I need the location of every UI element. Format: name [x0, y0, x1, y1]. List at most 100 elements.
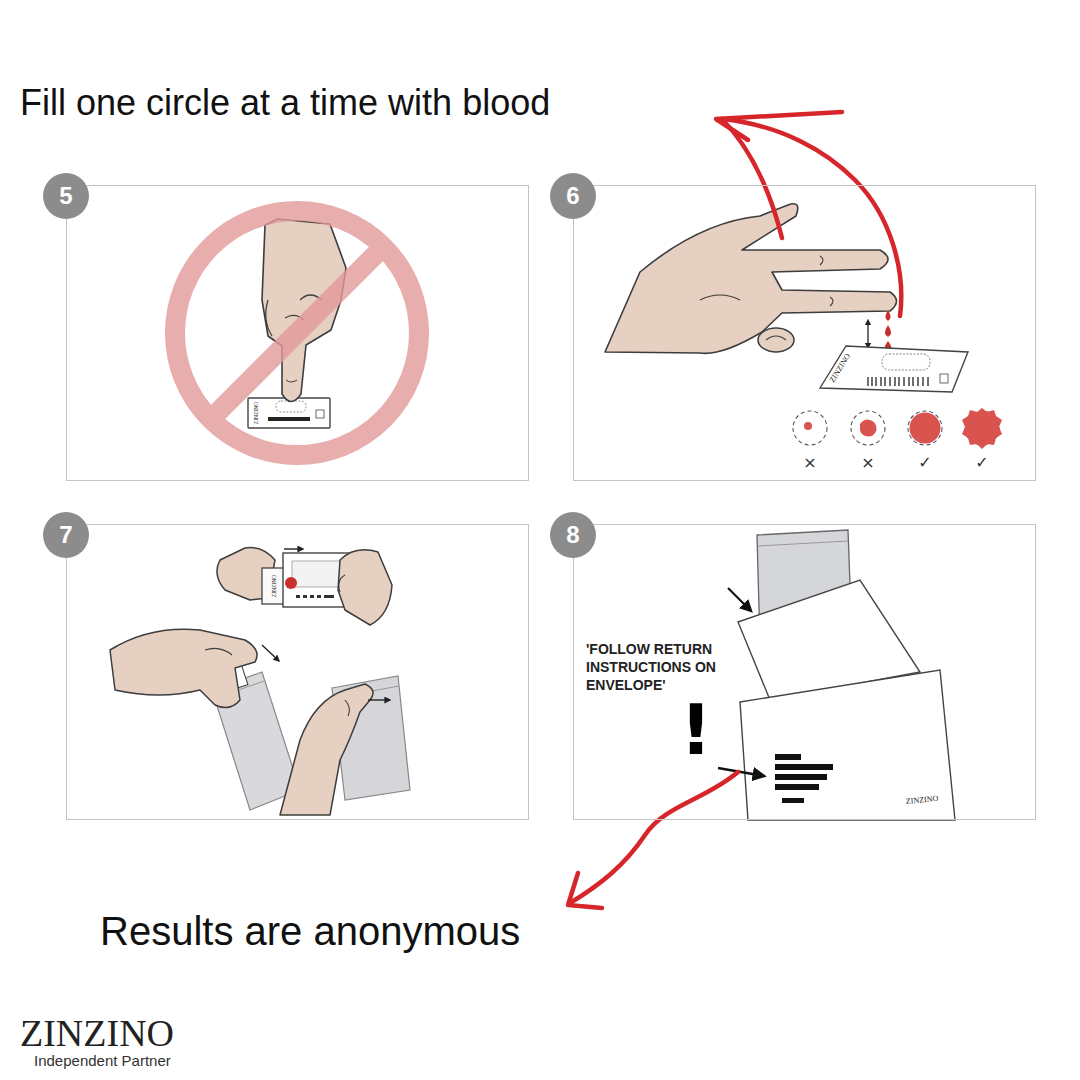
card — [867, 377, 868, 386]
red-annotation-arrow — [722, 119, 901, 316]
sealed-bag — [345, 700, 349, 716]
card-with-hands — [303, 595, 307, 598]
prohibition-sign — [175, 211, 419, 455]
fill-examples — [804, 422, 812, 430]
prohibition-sign — [175, 211, 419, 455]
card — [820, 346, 968, 392]
panel-eight-art — [718, 530, 955, 820]
hand — [605, 204, 897, 354]
card — [875, 377, 876, 386]
card-with-hands — [317, 595, 321, 598]
step-number: 8 — [550, 512, 596, 558]
red-annotation-arrow — [716, 112, 901, 316]
red-annotation-arrow — [722, 119, 782, 238]
bag — [758, 541, 848, 546]
fill-examples — [860, 419, 877, 436]
insert-arrow — [728, 588, 751, 611]
card — [868, 377, 928, 386]
card-with-hands — [296, 595, 334, 598]
panel-seven-art — [110, 548, 410, 816]
card — [820, 346, 968, 392]
card — [248, 398, 330, 428]
pass-mark: ✓ — [975, 454, 988, 472]
card — [884, 377, 885, 386]
card-logo: ZINZINO — [253, 402, 259, 424]
step-panel: 5 — [66, 185, 529, 481]
card — [922, 377, 923, 386]
hand — [820, 256, 823, 265]
panel-five-art — [175, 211, 419, 455]
annotation-text: Results are anonymous — [100, 908, 520, 954]
card — [898, 377, 899, 386]
step-panel: 6 — [573, 185, 1036, 481]
fail-mark: × — [861, 454, 874, 472]
card-with-hands — [296, 595, 300, 598]
hand — [605, 204, 897, 354]
fail-mark: × — [803, 454, 816, 472]
card — [268, 417, 310, 421]
address-bars — [775, 754, 833, 803]
card — [903, 377, 904, 386]
card-with-hands — [217, 548, 392, 626]
red-annotation-arrow — [570, 772, 738, 903]
card-with-hands — [338, 550, 392, 625]
card — [927, 377, 928, 386]
pointer-arrow — [718, 768, 764, 776]
hand — [766, 336, 786, 340]
card — [316, 410, 324, 418]
fill-examples — [851, 411, 885, 445]
sealed-bag — [280, 676, 410, 815]
card — [248, 398, 330, 428]
card-with-hands — [284, 548, 303, 549]
address-bars — [782, 798, 804, 803]
step-number: 6 — [550, 173, 596, 219]
annotation-text: Fill one circle at a time with blood — [20, 82, 550, 123]
card — [276, 401, 306, 412]
card-with-hands — [339, 575, 345, 592]
card — [871, 377, 872, 386]
card — [940, 374, 948, 383]
fill-examples — [793, 411, 827, 445]
hand — [700, 295, 740, 300]
hand — [286, 380, 297, 382]
address-bars — [775, 754, 801, 760]
brand-logo: ZINZINO — [20, 1012, 174, 1056]
red-annotation-arrow — [716, 112, 842, 140]
hand — [266, 300, 272, 336]
step-number: 7 — [43, 512, 89, 558]
card-with-hands — [285, 577, 297, 589]
envelope-front — [740, 670, 955, 820]
card — [889, 377, 890, 386]
address-bars — [775, 764, 833, 770]
card — [917, 377, 918, 386]
fill-examples — [910, 413, 941, 444]
fill-examples — [793, 408, 1002, 449]
card — [880, 377, 881, 386]
sealed-bag — [280, 684, 373, 815]
bag-with-hand — [110, 629, 300, 810]
card — [894, 377, 895, 386]
card-with-hands — [292, 561, 344, 587]
step-number: 5 — [43, 173, 89, 219]
address-bars — [775, 774, 827, 780]
bag-with-hand — [262, 645, 279, 661]
card — [882, 354, 930, 370]
bag-with-hand — [205, 648, 232, 655]
card-logo: ZINZINO — [271, 575, 277, 597]
hand — [758, 328, 794, 352]
card-with-hands — [324, 595, 334, 598]
red-annotation-arrow — [568, 873, 602, 908]
card — [912, 377, 913, 386]
prohibition-sign — [211, 247, 383, 419]
fill-examples — [908, 411, 942, 445]
fill-examples — [962, 408, 1002, 449]
sealed-bag — [368, 699, 390, 700]
card — [908, 377, 909, 386]
distance-arrow — [867, 324, 868, 348]
warning-mark: ! — [680, 692, 712, 769]
red-annotation-arrow — [568, 772, 738, 908]
pass-mark: ✓ — [918, 454, 931, 472]
blood-drops — [885, 325, 891, 337]
instruction-note: 'FOLLOW RETURN INSTRUCTIONS ON ENVELOPE' — [586, 640, 736, 695]
